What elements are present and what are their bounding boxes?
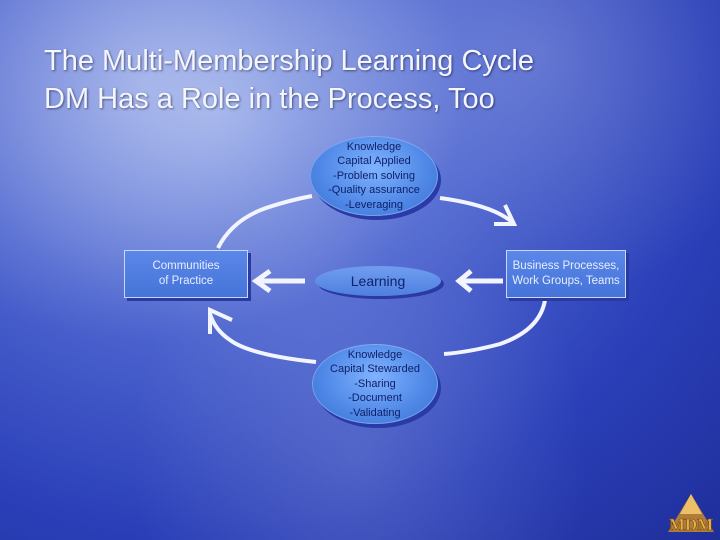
node-bottom-line1: Knowledge — [347, 348, 403, 361]
node-knowledge-capital-stewarded: Knowledge Capital Stewarded -Sharing -Do… — [312, 344, 438, 424]
arrowhead-right — [494, 204, 518, 226]
arrow-right-to-bottom — [443, 299, 547, 356]
node-top-line2: Capital Applied — [337, 155, 411, 168]
node-left-line1: Communities — [152, 260, 220, 272]
arrow-left-to-top — [216, 194, 313, 249]
mdm-logo-icon: MDM — [668, 494, 714, 534]
node-top-line3: -Problem solving — [333, 169, 415, 182]
arrowhead-left — [208, 306, 233, 334]
node-top-line4: -Quality assurance — [328, 184, 420, 197]
node-communities-of-practice: Communities of Practice — [124, 250, 248, 298]
arrowhead-center-left — [251, 268, 272, 294]
arrow-bottom-to-left — [208, 313, 317, 364]
node-business-processes: Business Processes, Work Groups, Teams — [506, 250, 626, 298]
node-left-line2: of Practice — [158, 275, 214, 287]
node-right-line1: Business Processes, — [512, 260, 620, 272]
arrow-top-to-right — [439, 196, 514, 224]
node-bottom-line4: -Document — [348, 392, 402, 405]
node-bottom-line2: Capital Stewarded — [330, 363, 420, 376]
node-right-line2: Work Groups, Teams — [512, 275, 620, 287]
title-line-1: The Multi-Membership Learning Cycle — [44, 45, 534, 77]
node-top-line5: -Leveraging — [344, 198, 404, 211]
node-bottom-line5: -Validating — [349, 406, 401, 419]
node-bottom-line3: -Sharing — [354, 377, 396, 390]
node-learning: Learning — [315, 266, 441, 296]
title-line-2: DM Has a Role in the Process, Too — [44, 83, 495, 115]
arrowhead-center-right — [455, 269, 473, 293]
node-knowledge-capital-applied: Knowledge Capital Applied -Problem solvi… — [310, 136, 438, 216]
slide-title: The Multi-Membership Learning Cycle DM H… — [44, 42, 684, 118]
node-top-line1: Knowledge — [346, 140, 402, 153]
logo-text: MDM — [669, 515, 713, 534]
